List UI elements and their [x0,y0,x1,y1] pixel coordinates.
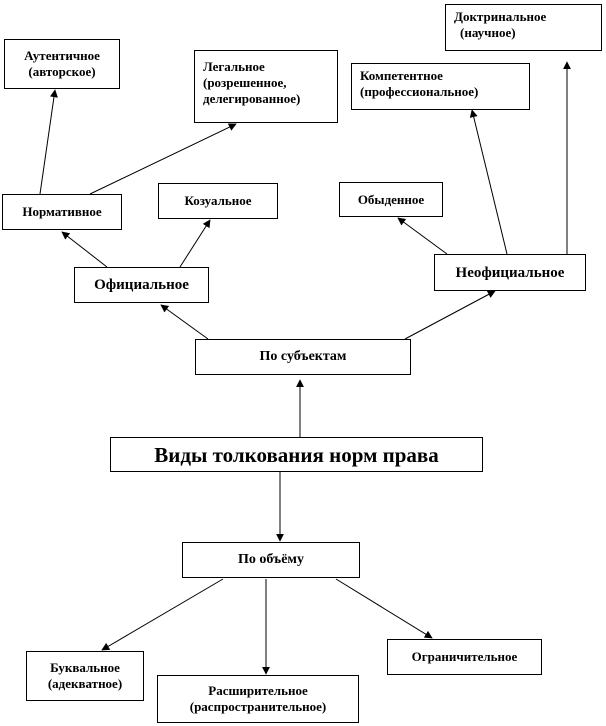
arrow-unofficial-to-competent [469,109,508,255]
arrow-by-subject-to-unofficial [404,290,496,340]
legal-node: Легальное (розрешенное, делегированное) [194,50,338,123]
unofficial-node: Неофициальное [434,254,586,291]
doctrinal-label-line2: (научное) [460,25,516,40]
root-node: Виды толкования норм права [110,437,483,472]
competent-label-line2: (профессиональное) [360,84,479,99]
legal-label-line1: Легальное [203,59,265,74]
casual-label: Козуальное [184,193,252,208]
by-subject-node: По субъектам [195,339,411,375]
legal-label-line3: делегированное) [203,91,301,106]
competent-node: Компетентное (профессиональное) [351,63,530,110]
restrictive-label: Ограничительное [411,649,518,664]
arrow-by-volume-to-literal [101,578,224,651]
literal-node: Буквальное (адекватное) [26,651,144,701]
by-subject-label: По субъектам [259,349,347,364]
authentic-label-line2: (авторское) [28,64,96,79]
normative-label: Нормативное [22,204,102,219]
arrow-official-to-normative [61,231,108,268]
root-label: Виды толкования норм права [154,442,439,467]
by-volume-label: По объёму [238,552,304,567]
authentic-node: Аутентичное (авторское) [4,39,120,89]
arrow-normative-to-authentic [39,89,58,195]
arrow-by-volume-to-restrictive [335,578,433,639]
official-label: Официальное [94,277,189,293]
everyday-label: Обыденное [357,191,425,207]
extensive-label-line1: Расширительное [208,683,308,698]
restrictive-node: Ограничительное [387,639,542,675]
unofficial-label: Неофициальное [455,264,565,281]
casual-node: Козуальное [158,183,278,219]
arrow-unofficial-to-everyday [397,217,448,255]
normative-node: Нормативное [2,194,122,230]
legal-label-line2: (розрешенное, [203,75,287,90]
doctrinal-node: Доктринальное (научное) [445,4,602,51]
arrow-by-subject-to-official [160,304,209,340]
arrow-normative-to-legal [89,123,237,195]
by-volume-node: По объёму [182,542,360,578]
doctrinal-label-line1: Доктринальное [454,9,547,24]
extensive-node: Расширительное (распространительное) [157,675,359,723]
extensive-label-line2: (распространительное) [189,699,327,714]
authentic-label-line1: Аутентичное [24,48,100,63]
official-node: Официальное [74,267,209,303]
competent-label-line1: Компетентное [360,68,443,83]
literal-label-line1: Буквальное [50,660,120,675]
arrow-official-to-casual [179,219,211,268]
everyday-node: Обыденное [339,182,443,217]
literal-label-line2: (адекватное) [47,676,123,691]
